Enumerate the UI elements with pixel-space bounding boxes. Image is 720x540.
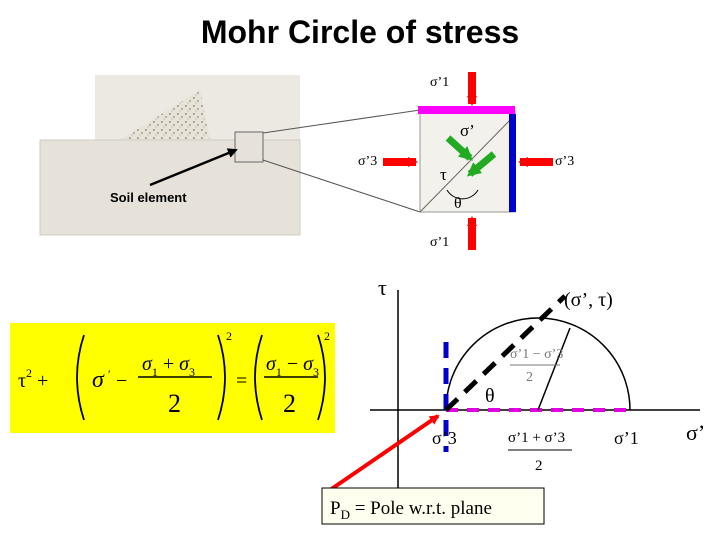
pole-label-p: P [330, 498, 341, 519]
pole-plane-line [444, 294, 567, 412]
pole-label-sub: D [341, 507, 350, 522]
svg-text:2: 2 [168, 389, 181, 418]
normal-stress-label: σ’ [460, 121, 475, 140]
equation-paren-right-2 [317, 334, 326, 421]
equation-paren-left-1 [76, 334, 85, 421]
pole-arrow [328, 414, 440, 492]
sigma3-right-label: σ’3 [555, 154, 574, 169]
sigma3-tick-label: σ’3 [432, 428, 457, 448]
svg-text:2: 2 [283, 389, 296, 418]
mohr-semicircle [445, 317, 631, 411]
shear-stress-label: τ [440, 165, 447, 184]
equation-paren-right-1 [217, 334, 226, 421]
center-numerator: σ’1 + σ’3 [508, 430, 565, 446]
sigma3-left-label: σ’3 [358, 154, 377, 169]
tau-axis-label: τ [378, 275, 387, 300]
pole-label: PD = Pole w.r.t. plane [330, 498, 492, 522]
soil-photo-panel: Soil element [39, 75, 421, 236]
soil-element-pointer [149, 148, 238, 187]
svg-text:2: 2 [226, 329, 232, 343]
svg-text:′: ′ [108, 367, 111, 381]
svg-text:2: 2 [324, 329, 330, 343]
pole-label-rest: = Pole w.r.t. plane [350, 498, 492, 519]
page-title: Mohr Circle of stress [200, 14, 520, 50]
element-angle-arc [446, 189, 479, 200]
center-denominator: 2 [535, 458, 543, 474]
stress-element: σ’1 σ’1 σ’3 σ’3 σ’ τ θ [358, 72, 574, 250]
zoom-line-top [262, 109, 421, 134]
svg-text:=: = [236, 370, 247, 392]
sigma1-tick-label: σ’1 [614, 428, 639, 448]
mohr-circle-plot: τ σ’ (σ’, τ) θ σ’1 − σ’3 2 σ’3 σ’1 + σ’3… [328, 275, 705, 500]
shear-stress-arrow [466, 151, 497, 177]
soil-element-box [234, 131, 264, 163]
equation-paren-left-2 [254, 334, 263, 421]
normal-stress-arrow [445, 135, 473, 161]
sigma1-bar [418, 106, 515, 114]
mohr-angle-label: θ [485, 385, 495, 407]
soil-element-label: Soil element [110, 190, 187, 205]
sigma-axis-label: σ’ [686, 420, 705, 445]
sigma3-bar [509, 114, 516, 212]
equation-sigma: σ [92, 367, 105, 393]
mohr-equation: τ2 + σ ′ − σ1 + σ3 2 2 = σ1 − σ3 2 2 [10, 323, 335, 433]
gravel-slope [120, 90, 210, 140]
equation-background [10, 323, 335, 433]
point-label: (σ’, τ) [564, 289, 613, 311]
radius-denominator: 2 [526, 370, 533, 385]
radius-line [537, 327, 571, 411]
pole-label-frame [321, 487, 545, 525]
radius-numerator: σ’1 − σ’3 [510, 347, 563, 362]
pole-label-box: PD = Pole w.r.t. plane [321, 487, 545, 525]
sigma1-bottom-label: σ’1 [430, 235, 449, 250]
equation-num-1: σ1 + σ3 [142, 353, 195, 379]
equation-num-2: σ1 − σ3 [266, 353, 319, 379]
element-angle-label: θ [454, 195, 462, 212]
sigma1-top-label: σ’1 [430, 75, 449, 90]
svg-text:−: − [116, 370, 127, 392]
zoom-line-bottom [262, 159, 421, 213]
equation-tau: τ2 + [18, 366, 48, 392]
